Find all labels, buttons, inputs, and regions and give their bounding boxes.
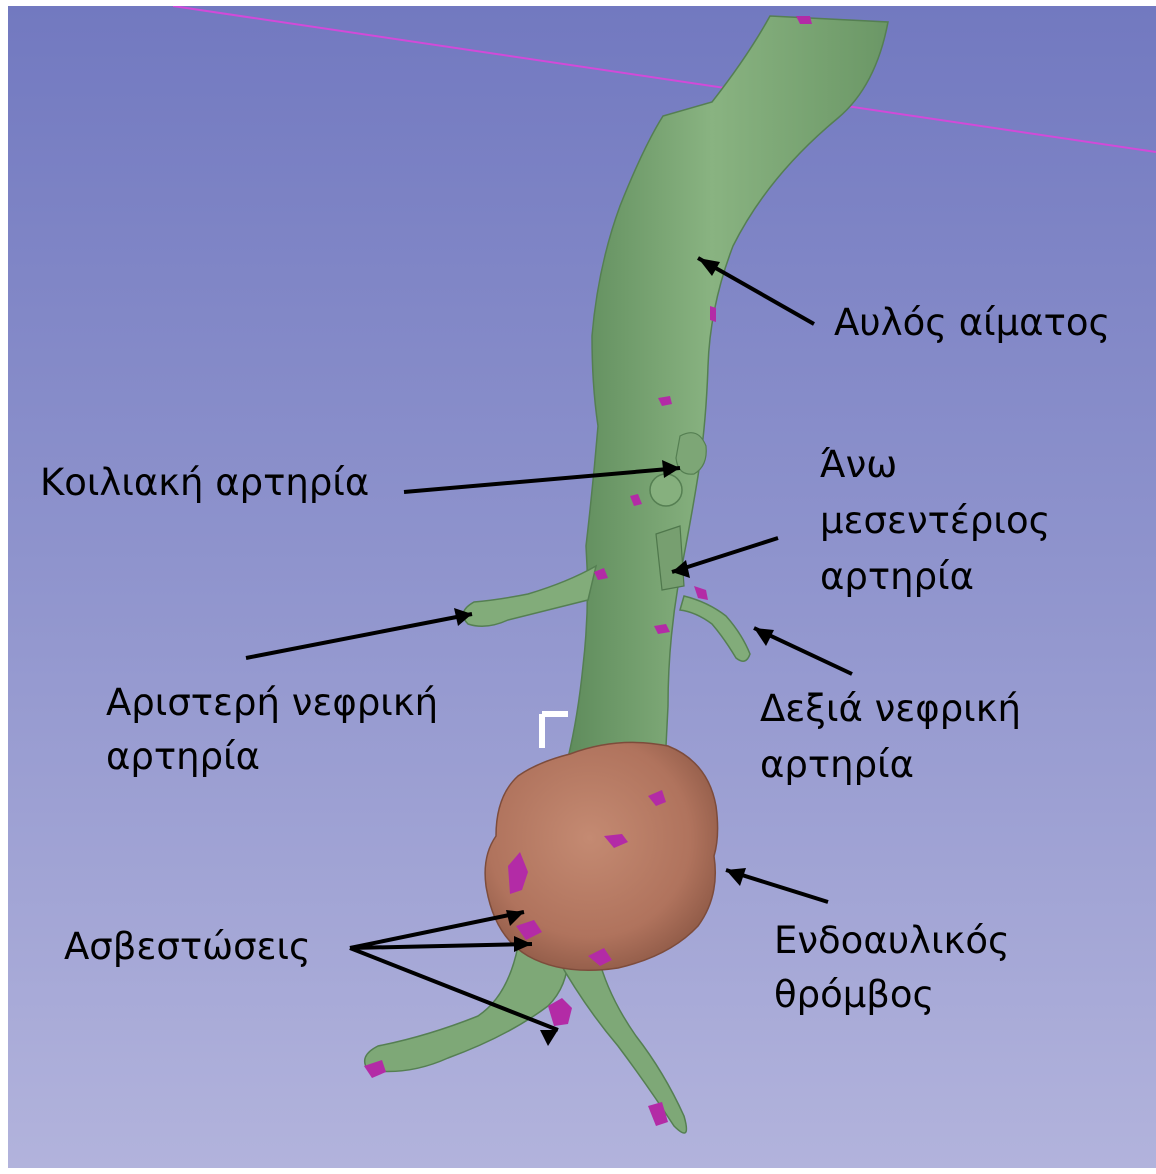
arrow-sma [672, 538, 778, 572]
label-right-renal-line-1: Δεξιά νεφρική [760, 682, 1021, 736]
label-thrombus-line-2: θρόμβος [774, 968, 934, 1022]
label-sma-line-1: Άνω [820, 438, 897, 492]
label-left-renal-line-2: αρτηρία [106, 730, 260, 784]
3d-viewport[interactable]: Αυλός αίματος Κοιλιακή αρτηρία Άνω μεσεν… [8, 6, 1156, 1168]
label-right-renal-line-2: αρτηρία [760, 738, 914, 792]
right-renal-branch [680, 596, 750, 661]
label-thrombus-line-1: Ενδοαυλικός [774, 914, 1010, 968]
label-blood-lumen: Αυλός αίματος [834, 296, 1110, 350]
aorta-model [8, 6, 1156, 1168]
label-left-renal-line-1: Αριστερή νεφρική [106, 676, 438, 730]
left-renal-branch [463, 566, 596, 626]
label-sma-line-2: μεσεντέριος [820, 494, 1050, 548]
label-celiac-artery: Κοιλιακή αρτηρία [40, 456, 369, 510]
celiac-stub [676, 433, 706, 475]
arrow-left-renal [246, 614, 472, 658]
label-sma-line-3: αρτηρία [820, 550, 974, 604]
right-iliac-branch [556, 956, 686, 1133]
arrow-calc-1 [350, 912, 524, 948]
viewport-marker [542, 714, 568, 748]
celiac-branch [650, 474, 682, 506]
arrow-calc-2 [350, 944, 532, 948]
label-calcifications: Ασβεστώσεις [64, 920, 311, 974]
aorta-lumen [568, 16, 888, 758]
